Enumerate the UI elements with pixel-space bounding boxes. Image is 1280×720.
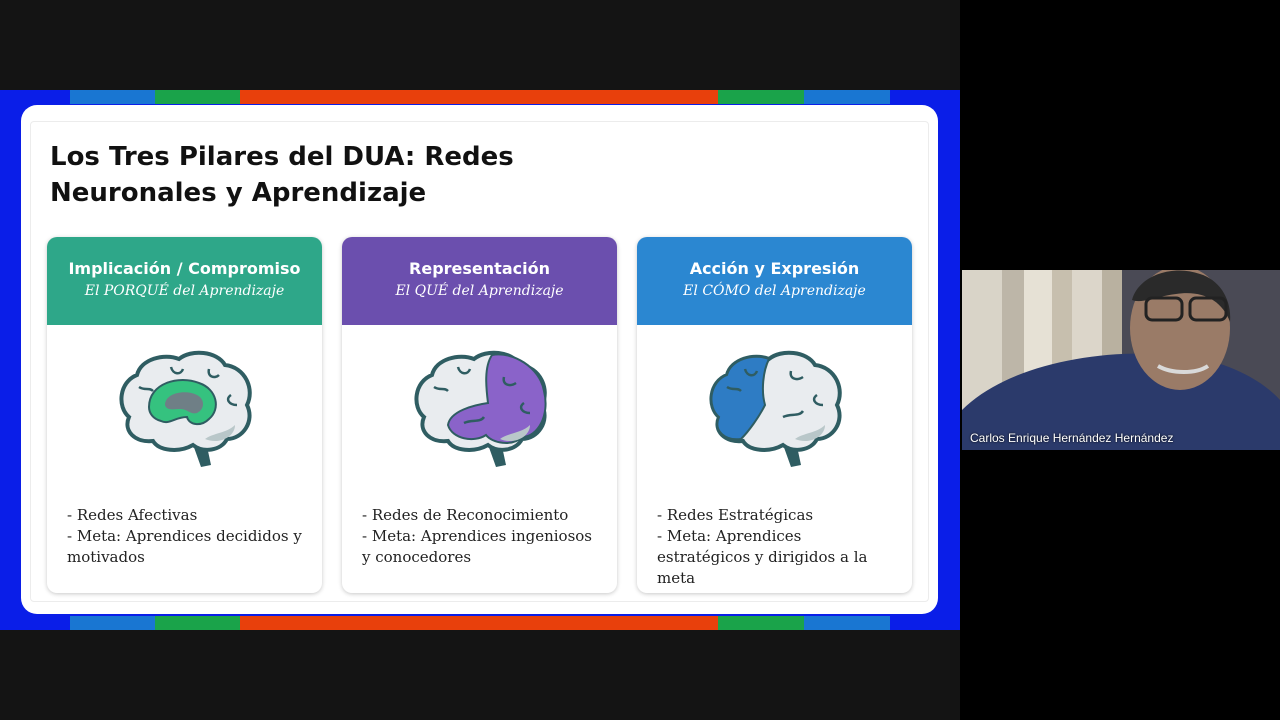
pillar-header: Acción y Expresión El CÓMO del Aprendiza… <box>637 237 912 325</box>
pillar-title: Implicación / Compromiso <box>68 259 301 278</box>
slide-title: Los Tres Pilares del DUA: Redes Neuronal… <box>50 142 514 208</box>
participant-name-label: Carlos Enrique Hernández Hernández <box>970 431 1174 445</box>
pillar-network-line: - Redes Afectivas <box>67 506 198 524</box>
pillar-description: - Redes Estratégicas - Meta: Aprendices … <box>657 505 897 589</box>
pillar-title: Acción y Expresión <box>689 259 860 278</box>
pillar-card-action-expression: Acción y Expresión El CÓMO del Aprendiza… <box>637 237 912 593</box>
pillar-card-representation: Representación El QUÉ del Aprendizaje - … <box>342 237 617 593</box>
pillar-network-line: - Redes Estratégicas <box>657 506 814 524</box>
pillar-goal-line: - Meta: Aprendices decididos y motivados <box>67 527 302 566</box>
pillar-network-line: - Redes de Reconocimiento <box>362 506 569 524</box>
pillar-description: - Redes de Reconocimiento - Meta: Aprend… <box>362 505 602 568</box>
pillar-goal-line: - Meta: Aprendices estratégicos y dirigi… <box>657 527 868 587</box>
brain-recognition-network-icon <box>414 350 547 467</box>
pillar-goal-line: - Meta: Aprendices ingeniosos y conocedo… <box>362 527 593 566</box>
pillar-header: Representación El QUÉ del Aprendizaje <box>342 237 617 325</box>
slide-bottom-stripe <box>0 616 960 630</box>
presentation-slide: Los Tres Pilares del DUA: Redes Neuronal… <box>0 90 960 630</box>
brain-strategic-network-icon <box>709 350 842 467</box>
pillar-title: Representación <box>409 259 550 278</box>
pillar-header: Implicación / Compromiso El PORQUÉ del A… <box>47 237 322 325</box>
pillar-subtitle: El PORQUÉ del Aprendizaje <box>84 283 285 299</box>
participant-video-tile[interactable]: Carlos Enrique Hernández Hernández <box>962 270 1280 450</box>
pillar-description: - Redes Afectivas - Meta: Aprendices dec… <box>67 505 307 568</box>
participant-video-icon <box>962 270 1280 450</box>
slide-top-stripe <box>0 90 960 104</box>
pillar-subtitle: El QUÉ del Aprendizaje <box>395 283 564 299</box>
slide-content-card: Los Tres Pilares del DUA: Redes Neuronal… <box>21 105 938 614</box>
brain-affective-network-icon <box>119 350 252 467</box>
pillar-subtitle: El CÓMO del Aprendizaje <box>683 283 866 299</box>
pillar-card-engagement: Implicación / Compromiso El PORQUÉ del A… <box>47 237 322 593</box>
screen-share-area: Los Tres Pilares del DUA: Redes Neuronal… <box>0 0 960 720</box>
